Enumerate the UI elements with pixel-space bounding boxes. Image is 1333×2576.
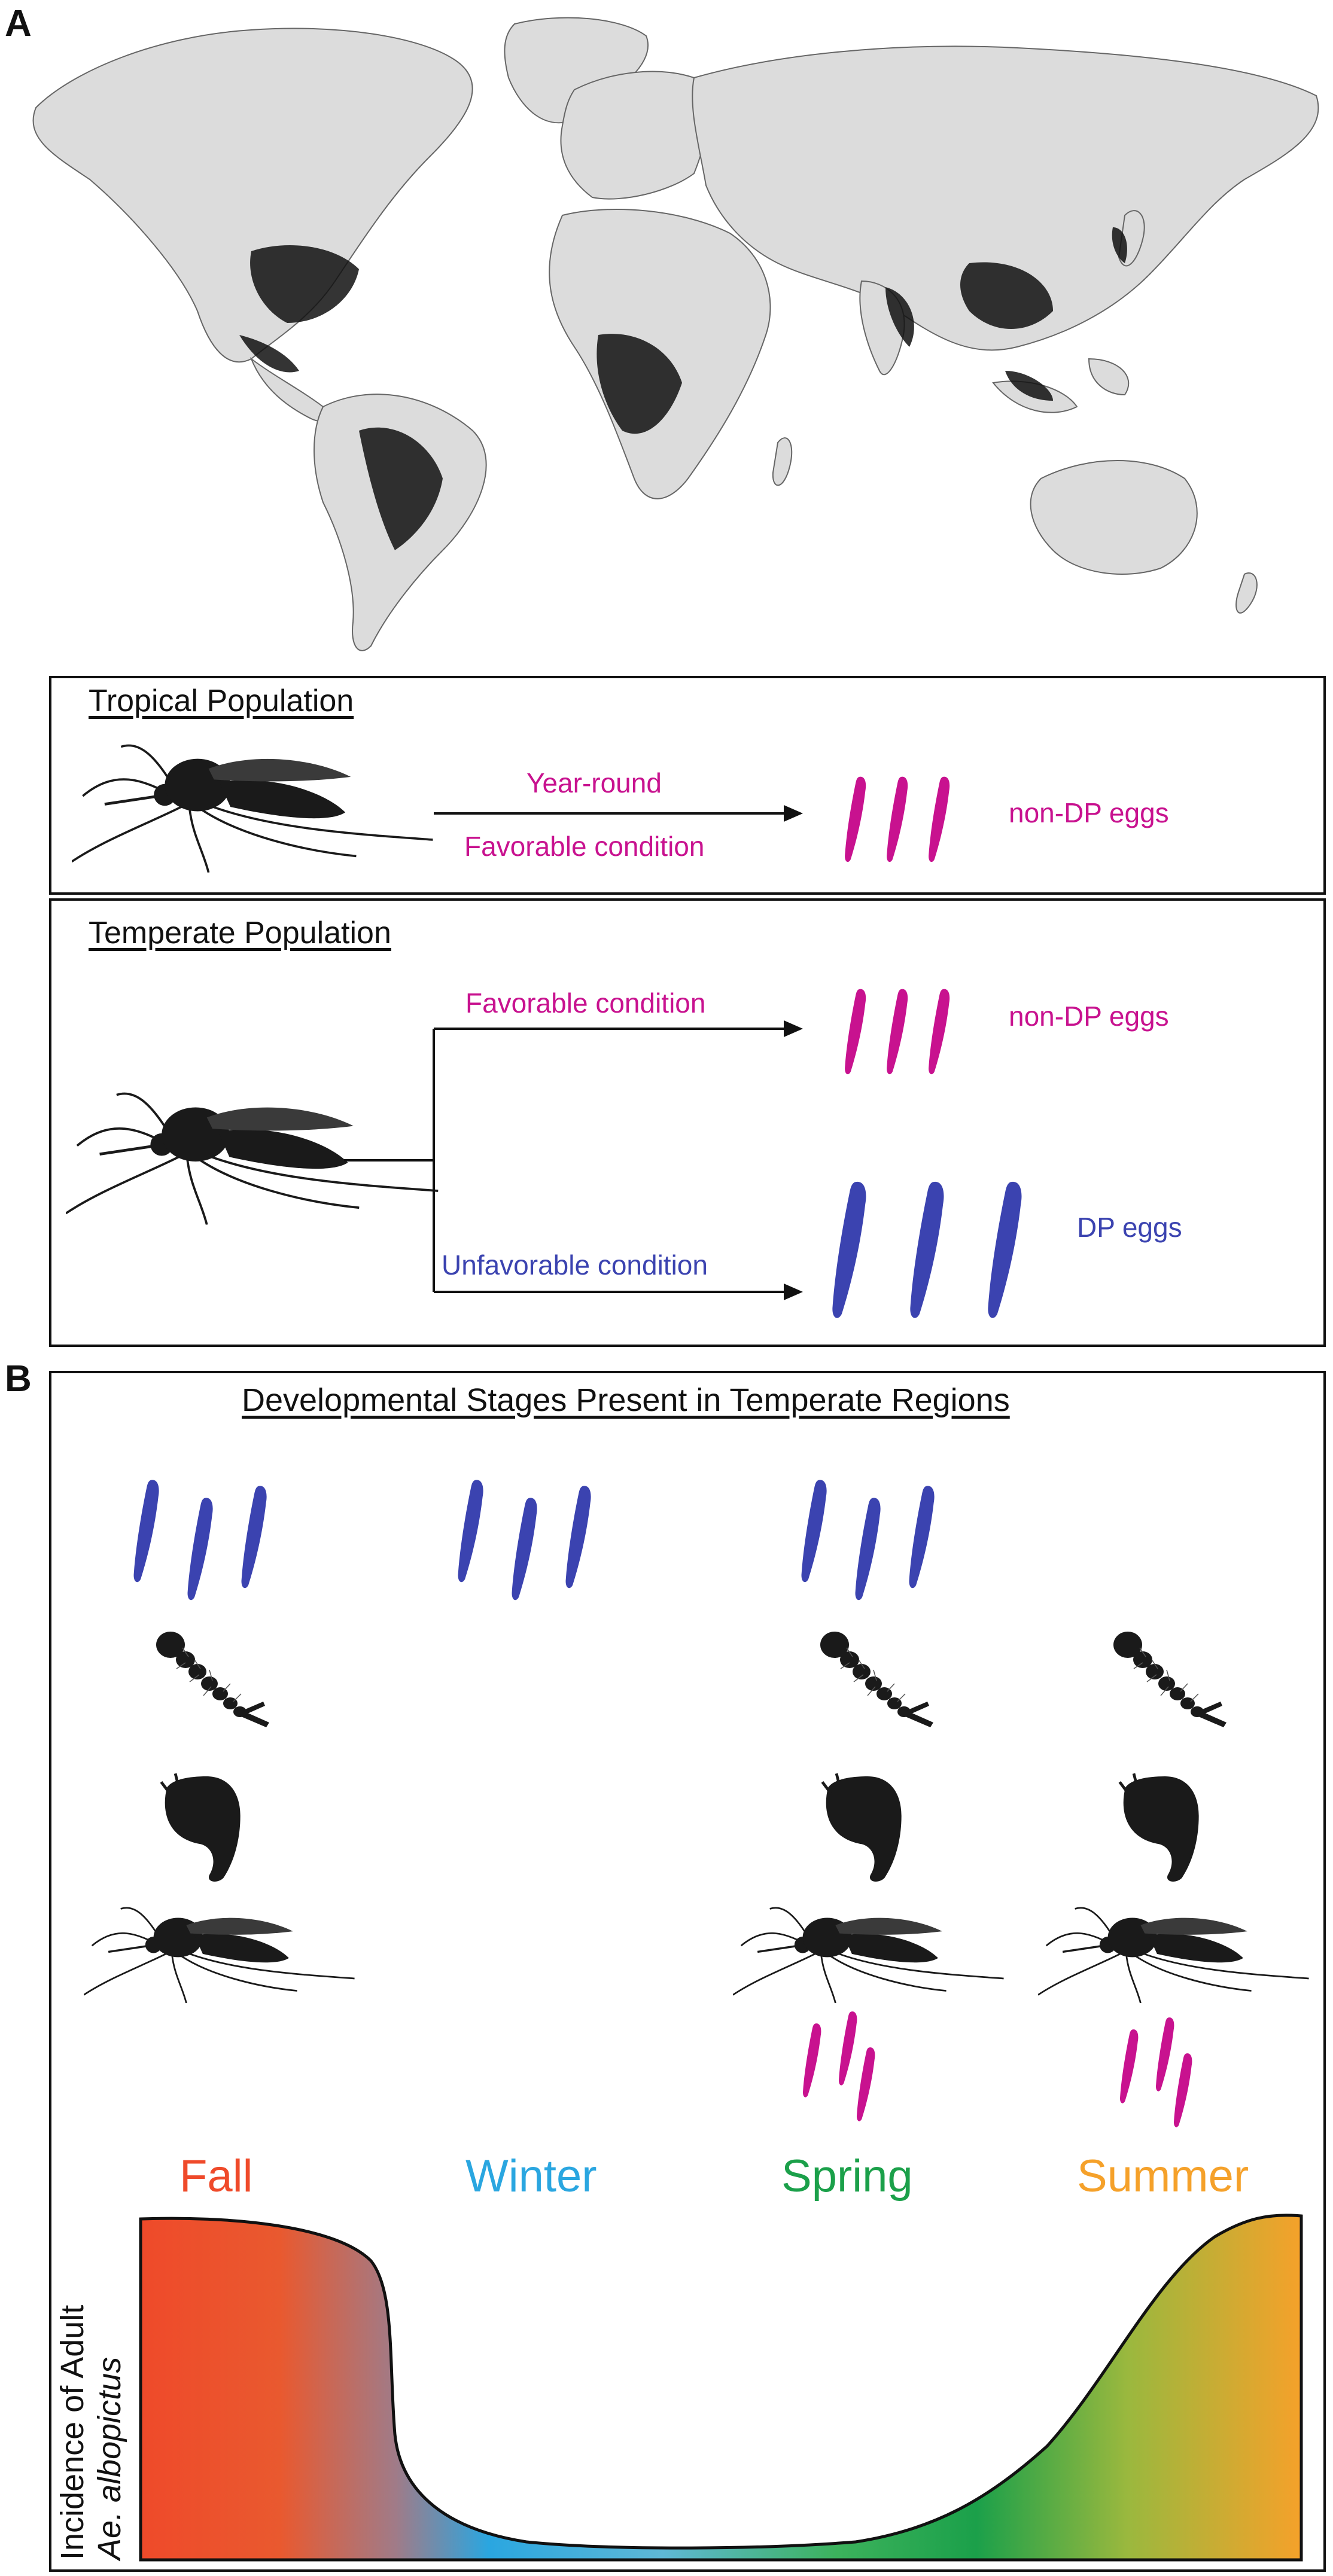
tropical-mosquito-icon xyxy=(72,730,455,873)
spring-dp-eggs xyxy=(801,1480,935,1601)
tropical-arrow-bottom-label: Favorable condition xyxy=(464,831,705,862)
spring-pupa-icon xyxy=(817,1770,918,1884)
spring-nondp-eggs xyxy=(802,2011,875,2121)
spring-adult-mosquito-icon xyxy=(733,1896,1020,2004)
tropical-title: Tropical Population xyxy=(89,684,354,718)
winter-dp-eggs xyxy=(458,1480,591,1601)
summer-nondp-eggs xyxy=(1119,2017,1192,2127)
fall-pupa-icon xyxy=(156,1770,257,1884)
tropical-nondp-eggs xyxy=(845,776,950,862)
temperate-population-box xyxy=(49,898,1326,1347)
y-axis-label: Incidence of Adult Ae. albopictus xyxy=(54,2225,128,2560)
summer-pupa-icon xyxy=(1114,1770,1216,1884)
temperate-title: Temperate Population xyxy=(89,916,391,950)
temperate-dp-eggs xyxy=(832,1181,1022,1318)
tropical-arrow xyxy=(434,805,803,822)
temperate-nondp-label: non-DP eggs xyxy=(1009,1001,1169,1032)
season-label-winter: Winter xyxy=(465,2151,597,2202)
tropical-eggs-label: non-DP eggs xyxy=(1009,797,1169,828)
season-label-spring: Spring xyxy=(781,2151,913,2202)
temperate-favorable-label: Favorable condition xyxy=(465,987,706,1019)
tropical-arrow-top-label: Year-round xyxy=(526,767,662,798)
fall-larva-icon xyxy=(153,1627,272,1734)
spring-larva-icon xyxy=(817,1627,936,1734)
summer-adult-mosquito-icon xyxy=(1038,1896,1325,2004)
world-map xyxy=(32,17,1319,651)
temperate-dp-label: DP eggs xyxy=(1077,1212,1182,1243)
adult-incidence-curve xyxy=(139,2214,1303,2562)
temperate-unfavorable-label: Unfavorable condition xyxy=(442,1249,708,1281)
y-axis-label-line1: Incidence of Adult xyxy=(54,2304,90,2560)
panel-label-b: B xyxy=(5,1358,32,1400)
summer-larva-icon xyxy=(1110,1627,1229,1734)
y-axis-label-line2: Ae. albopictus xyxy=(92,2356,127,2560)
season-label-summer: Summer xyxy=(1077,2151,1249,2202)
season-label-fall: Fall xyxy=(179,2151,253,2202)
fall-dp-eggs xyxy=(133,1480,267,1601)
temperate-branch-arrows xyxy=(344,1020,803,1300)
fall-adult-mosquito-icon xyxy=(84,1896,371,2004)
panel-b-box xyxy=(49,1371,1326,2572)
panel-b-title: Developmental Stages Present in Temperat… xyxy=(242,1382,1010,1418)
tropical-population-box xyxy=(49,676,1326,895)
temperate-nondp-eggs xyxy=(845,989,950,1075)
panel-label-a: A xyxy=(5,3,32,44)
